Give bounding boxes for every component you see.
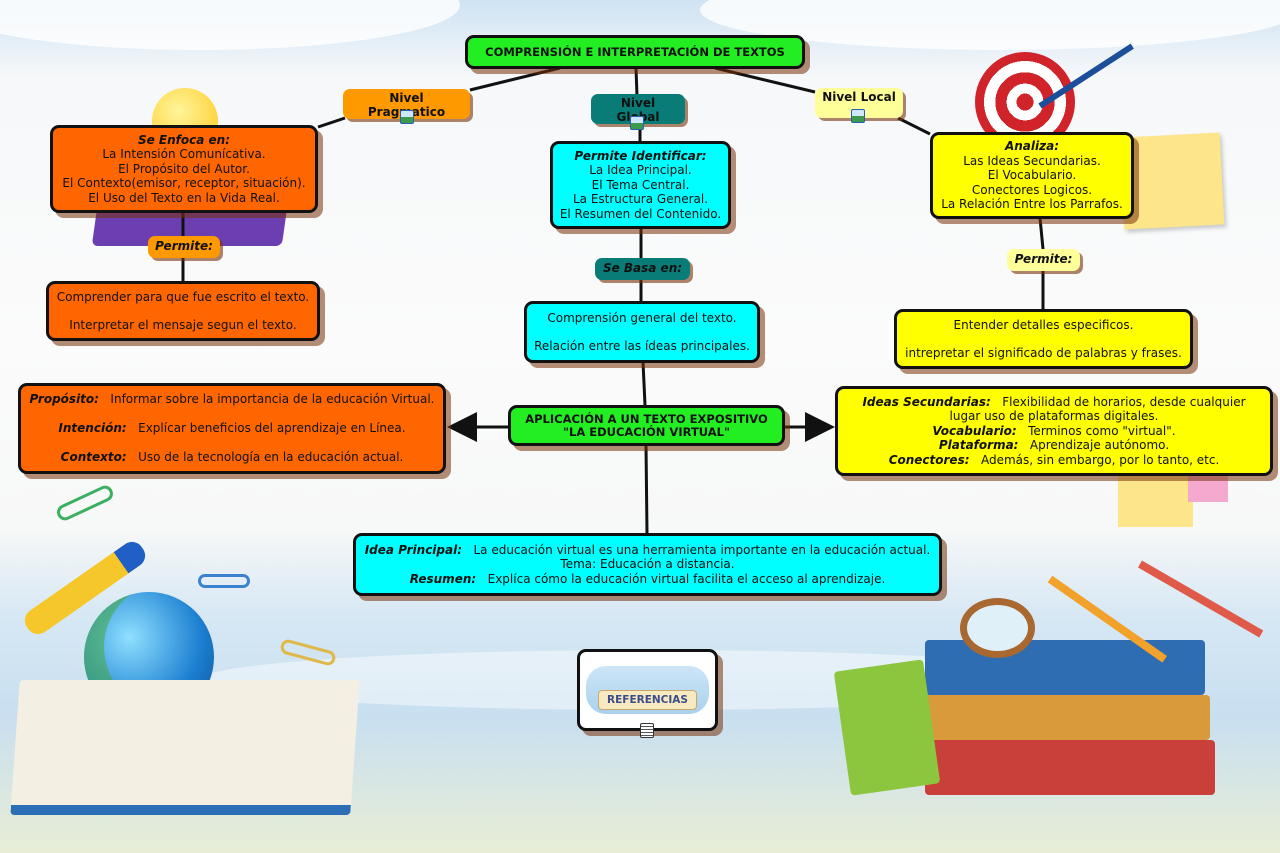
local-result-node[interactable]: Entender detalles especificos. intrepret…	[894, 309, 1193, 369]
pragmatico-focus-node[interactable]: Se Enfoca en: La Intensión Comunícativa.…	[50, 125, 318, 213]
image-icon[interactable]	[400, 110, 414, 124]
main-title-node[interactable]: COMPRENSIÓN E INTERPRETACIÓN DE TEXTOS	[465, 35, 805, 69]
secondary-ideas-node[interactable]: Ideas Secundarias: Flexibilidad de horar…	[835, 386, 1273, 476]
local-link-label[interactable]: Permite:	[1007, 249, 1080, 271]
global-link-label[interactable]: Se Basa en:	[595, 258, 690, 280]
references-banner: REFERENCIAS	[586, 666, 709, 714]
image-icon[interactable]	[851, 109, 865, 123]
global-focus-node[interactable]: Permite Identificar: La Idea Principal. …	[550, 141, 731, 229]
books-stack-illustration	[925, 695, 1210, 740]
books-stack-illustration	[925, 740, 1215, 795]
references-node[interactable]: REFERENCIAS	[577, 649, 718, 731]
global-result-node[interactable]: Comprensión general del texto. Relación …	[524, 301, 760, 363]
image-icon[interactable]	[630, 116, 644, 130]
application-node[interactable]: APLICACIÓN A UN TEXTO EXPOSITIVO "LA EDU…	[508, 405, 785, 446]
main-idea-node[interactable]: Idea Principal: La educación virtual es …	[353, 533, 942, 596]
pragmatico-link-label[interactable]: Permite:	[148, 236, 220, 258]
pragmatico-result-node[interactable]: Comprender para que fue escrito el texto…	[46, 281, 320, 341]
purpose-node[interactable]: Propósito: Informar sobre la importancia…	[18, 383, 446, 474]
document-icon[interactable]	[640, 723, 654, 738]
magnifier-illustration	[960, 598, 1035, 658]
local-focus-node[interactable]: Analiza: Las Ideas Secundarias. El Vocab…	[930, 132, 1134, 219]
paperclip-illustration	[198, 574, 250, 588]
